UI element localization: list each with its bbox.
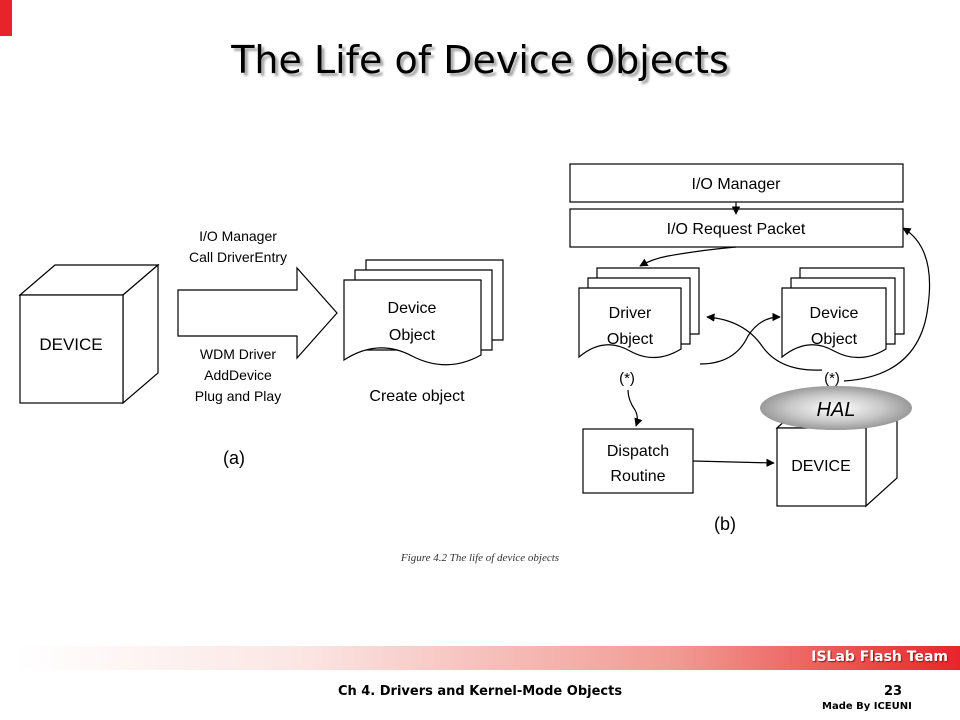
device-object-to-irp-arrow [843, 227, 931, 382]
irp-to-driver-object-arrow [639, 246, 737, 267]
panel-a-label: (a) [223, 448, 245, 468]
hal-ellipse: HAL [760, 386, 912, 430]
stack-a-line-2: Object [389, 327, 436, 344]
device-to-driver-object-arrow [706, 313, 823, 371]
marker-right: (*) [824, 370, 840, 387]
marker-to-dispatch-arrow [627, 389, 643, 427]
arrow-top-line-1: I/O Manager [199, 228, 277, 244]
maker-label: Made By ICEUNI [822, 701, 912, 712]
arrow-bottom-line-1: WDM Driver [200, 346, 277, 362]
driver-object-line-1: Driver [609, 305, 652, 322]
device-object-stack-b: Device Object [781, 267, 905, 359]
dispatch-line-2: Routine [610, 468, 665, 485]
panel-b-label: (b) [714, 514, 736, 534]
stack-a-line-1: Device [388, 300, 437, 317]
driver-object-stack: Driver Object [578, 267, 700, 359]
chapter-label: Ch 4. Drivers and Kernel-Mode Objects [337, 684, 623, 699]
slide-title: The Life of Device Objects [231, 38, 729, 82]
figure-caption: Figure 4.2 The life of device objects [400, 552, 560, 564]
driver-object-line-2: Object [607, 331, 654, 348]
dispatch-line-1: Dispatch [607, 443, 669, 460]
io-manager-label: I/O Manager [692, 176, 782, 193]
device-object-stack-a: Device Object [343, 259, 504, 366]
device-object-b-line-2: Object [811, 331, 858, 348]
marker-left: (*) [619, 370, 635, 387]
create-object-label: Create object [369, 388, 465, 405]
device-b-label: DEVICE [791, 458, 851, 475]
arrow-bottom-line-3: Plug and Play [195, 388, 281, 404]
arrow-bottom-line-2: AddDevice [204, 367, 272, 383]
dispatch-routine-box: Dispatch Routine [582, 428, 694, 494]
device-object-b-line-1: Device [810, 305, 859, 322]
irp-box: I/O Request Packet [569, 208, 904, 248]
arrow-top-line-2: Call DriverEntry [189, 249, 287, 265]
io-manager-box: I/O Manager [569, 163, 904, 203]
dispatch-to-device-arrow [692, 458, 775, 468]
irp-label: I/O Request Packet [667, 221, 806, 238]
footer-band [15, 646, 960, 670]
title-accent-bar [0, 0, 12, 36]
driverentry-arrow [177, 266, 338, 360]
device-a-label: DEVICE [39, 335, 102, 354]
team-label: ISLab Flash Team [811, 649, 948, 665]
page-number: 23 [884, 684, 903, 699]
driver-to-device-object-arrow [699, 312, 781, 365]
device-cube-a: DEVICE [18, 263, 160, 405]
hal-label: HAL [817, 399, 856, 421]
